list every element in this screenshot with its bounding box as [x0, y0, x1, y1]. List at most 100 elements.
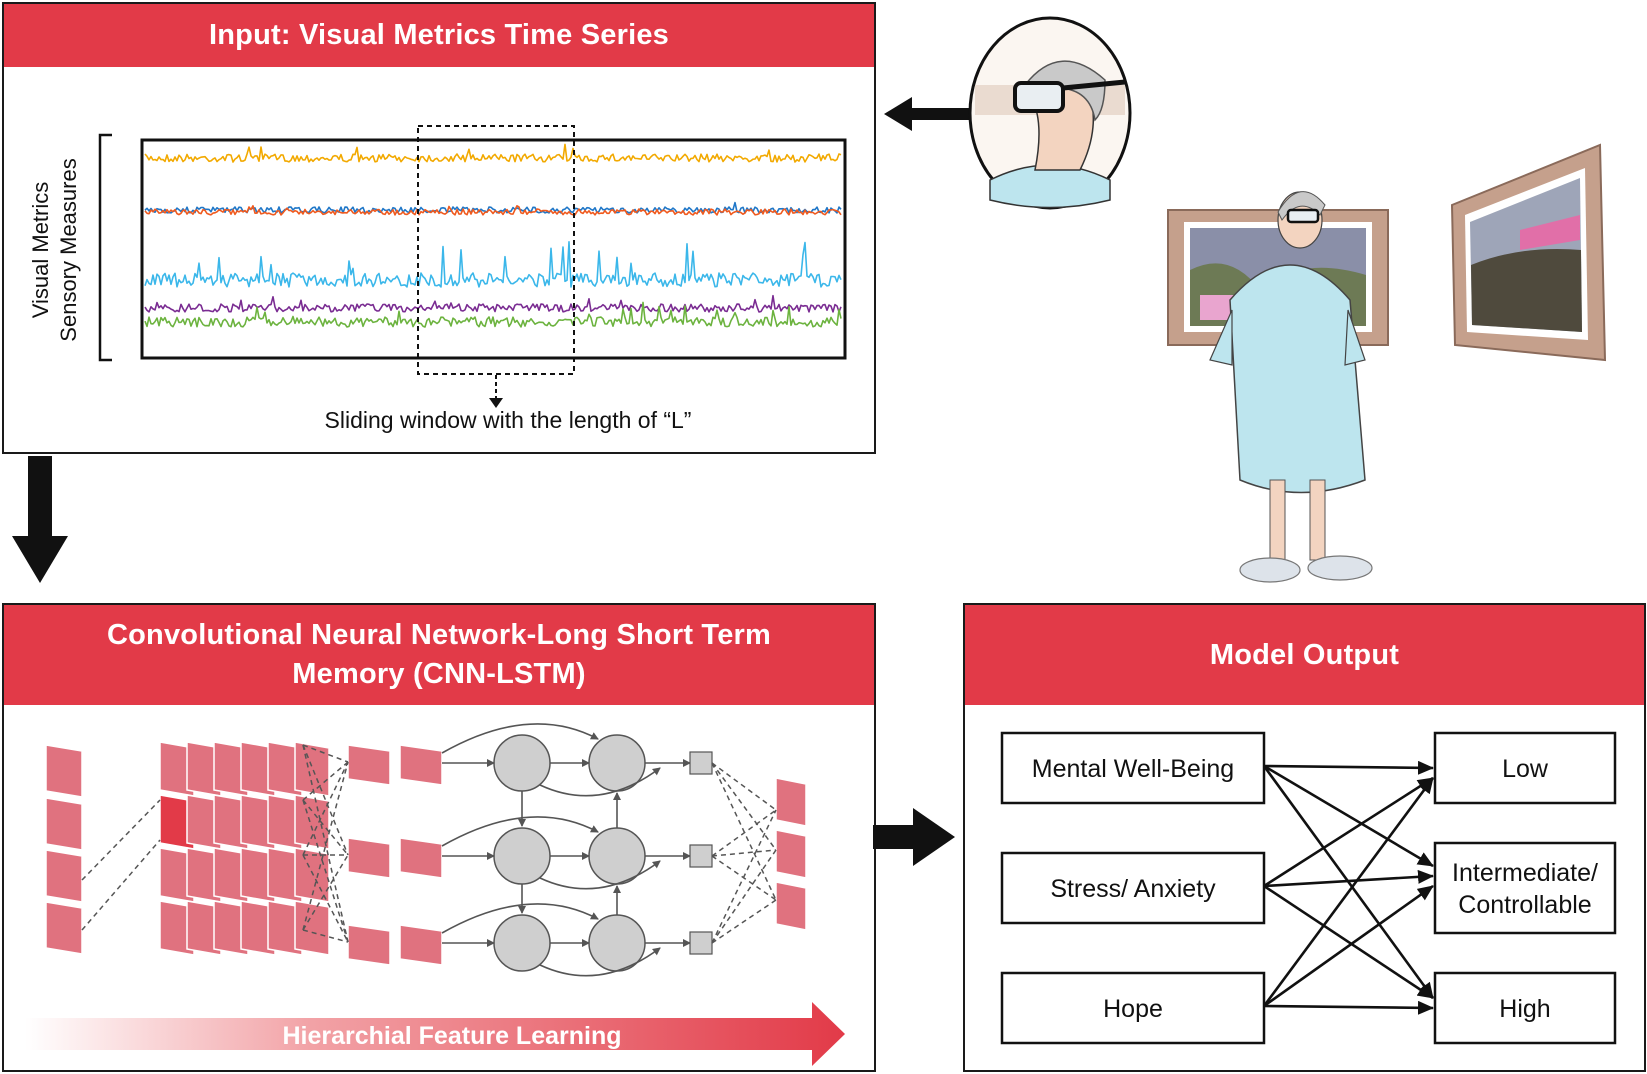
connection-line	[711, 762, 777, 901]
connection-line	[302, 744, 349, 763]
pooled-feature	[399, 924, 443, 966]
lstm-flow-arrow	[441, 816, 599, 847]
conv-feature-map	[240, 900, 276, 956]
connection-line	[711, 849, 777, 944]
construct-label: Hope	[1103, 995, 1163, 1023]
conv-feature-map	[213, 900, 249, 956]
connection-line	[711, 762, 777, 811]
input-feature-map	[45, 744, 83, 798]
connection-line	[711, 899, 777, 944]
arrow-patient-to-input	[884, 97, 975, 131]
level-label: High	[1499, 995, 1550, 1023]
y-bracket	[98, 133, 112, 362]
connection-line	[81, 839, 161, 931]
patient-leg-left	[1269, 479, 1286, 561]
conv-feature-map	[186, 900, 222, 956]
lstm-cell	[493, 827, 551, 885]
y-label-line1: Visual Metrics	[28, 182, 53, 319]
pooled-feature	[399, 744, 443, 786]
connection-line	[302, 854, 349, 931]
conv-feature-map	[159, 900, 195, 956]
level-label: Low	[1502, 755, 1549, 783]
output-mapping-arrow	[1263, 884, 1434, 1000]
level-box	[1433, 971, 1617, 1045]
cnn-lstm-panel-title: Convolutional Neural Network-Long Short …	[4, 605, 874, 705]
dense-unit	[689, 931, 713, 955]
feature-learning-label: Hierarchial Feature Learning	[282, 1022, 621, 1050]
cnn-lstm-diagram	[45, 723, 807, 977]
pooled-feature	[399, 837, 443, 879]
input-feature-map	[45, 901, 83, 955]
lstm-flow-arrow	[539, 860, 661, 890]
time-series-plot: Visual Metrics Sensory Measures Sliding …	[28, 125, 847, 433]
construct-label: Mental Well-Being	[1032, 755, 1234, 783]
arrow-input-to-cnn	[12, 456, 68, 583]
series-line	[144, 205, 842, 216]
construct-box	[1000, 851, 1266, 925]
conv-feature-map	[267, 900, 303, 956]
arrow-cnn-to-output	[873, 808, 955, 866]
connection-line	[302, 929, 349, 943]
series-group	[144, 143, 842, 328]
pooled-feature	[347, 924, 391, 966]
connection-line	[302, 761, 349, 931]
series-line	[144, 143, 842, 163]
zoom-gown-collar	[989, 164, 1111, 209]
pooled-feature	[347, 744, 391, 786]
connection-line	[81, 799, 161, 881]
patient-slipper-left	[1239, 557, 1301, 583]
input-feature-map	[45, 797, 83, 851]
output-mapping-arrow	[1263, 869, 1434, 888]
arrow-right-icon	[913, 808, 955, 866]
construct-box	[1000, 731, 1266, 805]
output-mapping-arrow	[1262, 777, 1435, 1007]
connection-line	[711, 849, 777, 857]
dense-unit	[689, 844, 713, 868]
connection-line	[711, 809, 777, 944]
output-mapping-arrow	[1263, 764, 1434, 868]
connection-line	[302, 744, 349, 856]
connection-line	[711, 762, 777, 851]
output-layer-unit	[775, 777, 807, 827]
window-pointer-arrowhead	[489, 398, 503, 408]
output-mapping-arrow	[1263, 1000, 1434, 1015]
series-line	[144, 294, 842, 313]
conv-feature-map	[294, 741, 330, 797]
patient-gown	[1229, 264, 1366, 494]
connection-line	[302, 854, 349, 943]
model-output-panel-title: Model Output	[965, 605, 1644, 705]
series-line	[144, 201, 842, 214]
lstm-flow-arrow	[441, 903, 599, 934]
connection-line	[302, 744, 349, 943]
connection-line	[302, 761, 349, 801]
zoom-eye-tracker-glasses	[1013, 81, 1065, 113]
feature-learning-arrow: Hierarchial Feature Learning	[25, 1002, 845, 1066]
connection-line	[302, 799, 349, 856]
lstm-cell	[493, 734, 551, 792]
conv-feature-map	[294, 900, 330, 956]
feature-learning-arrow-shape	[25, 1002, 845, 1066]
conv-feature-map	[294, 794, 330, 850]
patient-leg-right	[1309, 479, 1326, 561]
dense-unit	[689, 751, 713, 775]
cnn-lstm-panel: Convolutional Neural Network-Long Short …	[2, 603, 876, 1072]
sliding-window-box	[417, 125, 575, 375]
lstm-cell	[493, 914, 551, 972]
lstm-flow-arrow	[539, 947, 661, 977]
output-mapping-arrow	[1263, 776, 1434, 888]
patient-eye-tracker-glasses	[1286, 208, 1320, 224]
level-label: Intermediate/Controllable	[1452, 859, 1598, 919]
window-caption: Sliding window with the length of “L”	[325, 407, 692, 433]
output-mapping-arrow	[1263, 884, 1434, 1008]
input-feature-map	[45, 849, 83, 903]
output-layer-unit	[775, 881, 807, 931]
lstm-flow-arrow	[539, 767, 661, 797]
output-mapping-arrow	[1263, 760, 1434, 775]
series-line	[144, 241, 842, 288]
arrow-left-icon	[884, 97, 912, 131]
arrow-down-icon	[12, 536, 68, 583]
level-box	[1433, 841, 1617, 935]
patient-slipper-right	[1307, 555, 1373, 581]
